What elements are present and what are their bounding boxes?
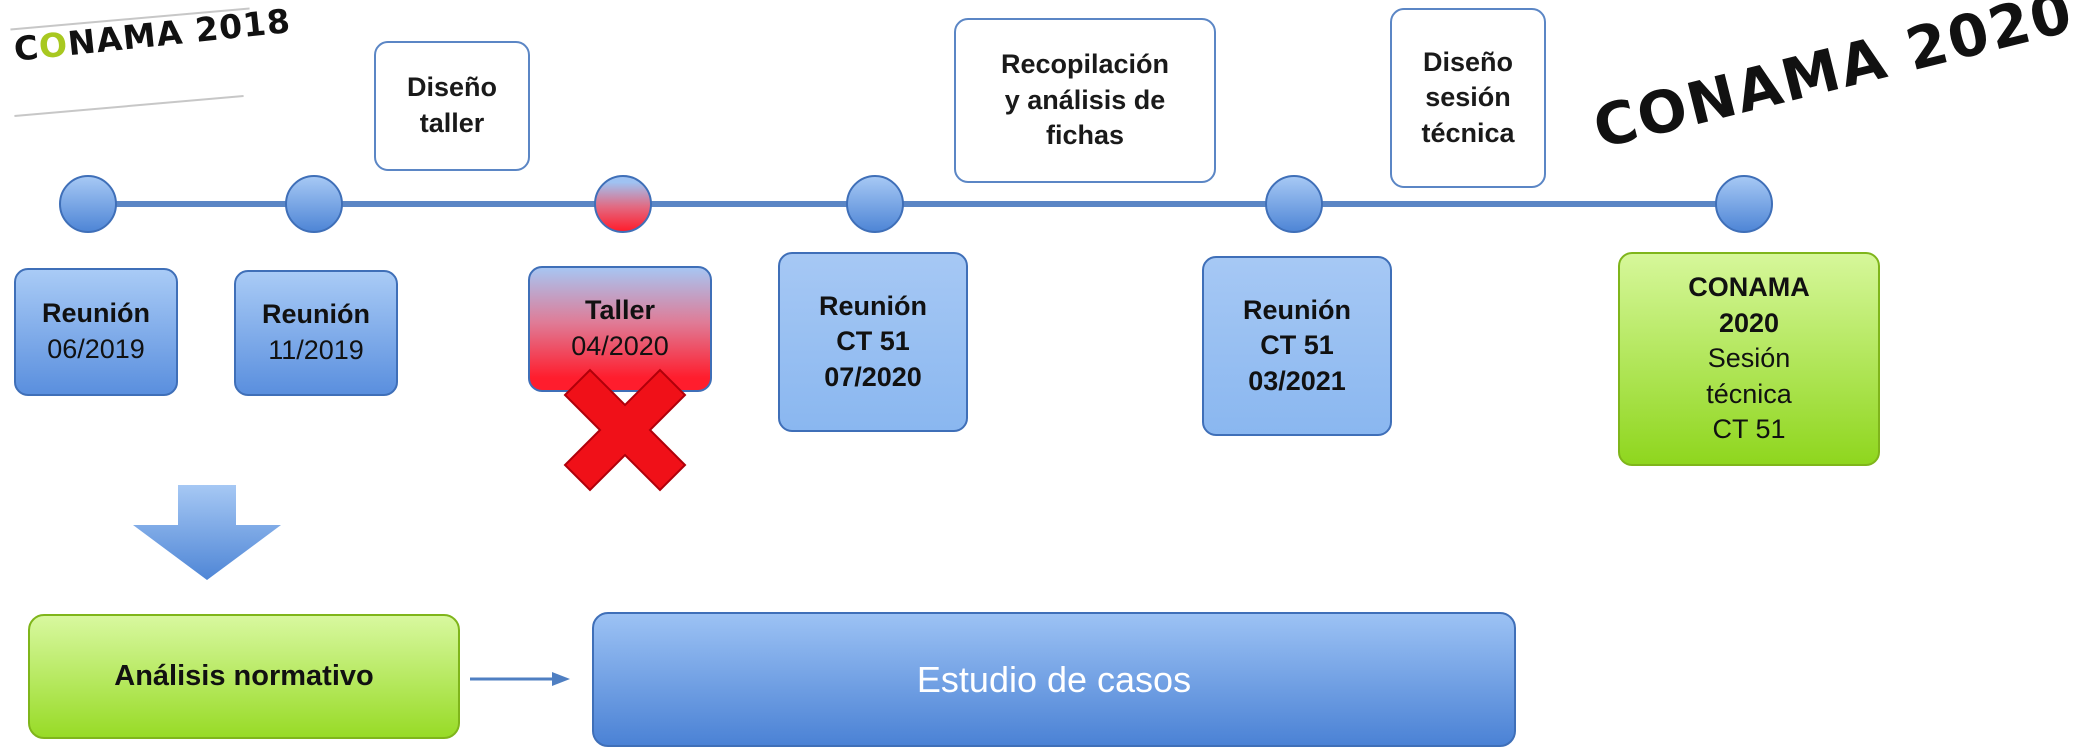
timeline-line xyxy=(90,201,1752,207)
milestone-reunion-ct51-03-2021: Reunión CT 51 03/2021 xyxy=(1202,256,1392,436)
milestone-reunion-11-2019: Reunión 11/2019 xyxy=(234,270,398,396)
timeline-node xyxy=(285,175,343,233)
milestone-reunion-ct51-07-2020: Reunión CT 51 07/2020 xyxy=(778,252,968,432)
timeline-node xyxy=(846,175,904,233)
timeline-node xyxy=(59,175,117,233)
milestone-subtitle: Sesión técnica CT 51 xyxy=(1706,343,1792,445)
callout-diseno-sesion: Diseño sesión técnica xyxy=(1390,8,1546,188)
milestone-title: Reunión xyxy=(42,298,150,329)
conama-2018-logo: CONAMA 2018 xyxy=(11,1,293,69)
timeline-node xyxy=(1265,175,1323,233)
milestone-title: Reunión CT 51 xyxy=(1243,294,1351,361)
callout-diseno-taller: Diseño taller xyxy=(374,41,530,171)
milestone-title: Reunión CT 51 xyxy=(819,290,927,357)
milestone-reunion-06-2019: Reunión 06/2019 xyxy=(14,268,178,396)
milestone-title: CONAMA 2020 xyxy=(1688,271,1810,338)
callout-recopilacion: Recopilación y análisis de fichas xyxy=(954,18,1216,183)
right-arrow-icon xyxy=(470,672,570,686)
timeline-node-cancelled xyxy=(594,175,652,233)
conama-2020-logo: CONAMA 2020 xyxy=(1586,0,2080,162)
timeline-node xyxy=(1715,175,1773,233)
milestone-date: 04/2020 xyxy=(571,331,669,361)
milestone-date: 03/2021 xyxy=(1248,365,1346,396)
logo-2018-decoration xyxy=(14,94,244,118)
analisis-normativo-box: Análisis normativo xyxy=(28,614,460,739)
cancelled-x-icon xyxy=(563,368,687,492)
milestone-taller-04-2020: Taller 04/2020 xyxy=(528,266,712,392)
down-arrow-icon xyxy=(133,485,281,580)
milestone-conama-2020: CONAMA 2020 Sesión técnica CT 51 xyxy=(1618,252,1880,466)
milestone-date: 11/2019 xyxy=(268,335,364,365)
milestone-title: Taller xyxy=(584,295,656,326)
milestone-date: 06/2019 xyxy=(47,334,145,364)
estudio-de-casos-box: Estudio de casos xyxy=(592,612,1516,747)
milestone-date: 07/2020 xyxy=(824,361,922,392)
milestone-title: Reunión xyxy=(262,299,370,330)
